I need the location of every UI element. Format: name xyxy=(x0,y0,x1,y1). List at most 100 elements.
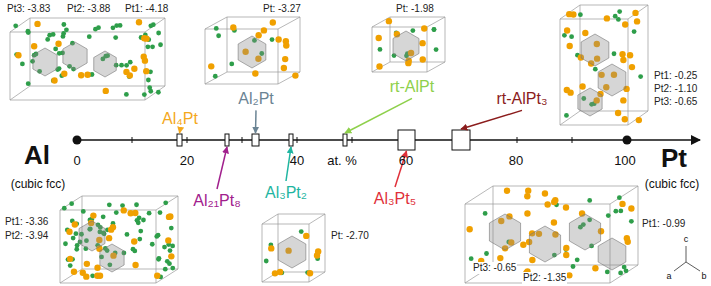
al-atom xyxy=(148,23,153,28)
pt-atom xyxy=(466,226,472,232)
pt-atom xyxy=(272,270,278,276)
axis-tick xyxy=(352,137,353,143)
pt-atom xyxy=(283,42,289,48)
tick-label: 0 xyxy=(73,154,80,169)
pt-atom xyxy=(292,72,298,78)
al-atom xyxy=(47,33,52,38)
cell-edge xyxy=(628,111,648,125)
pt-atom xyxy=(564,27,570,33)
pt-atom xyxy=(255,32,261,38)
al-atom xyxy=(612,51,617,56)
phase-range xyxy=(289,134,293,146)
al-atom xyxy=(622,265,627,270)
pt-atom xyxy=(131,66,137,72)
pt-atom xyxy=(78,72,84,78)
pt-atom xyxy=(208,63,214,69)
cell-edge xyxy=(427,17,445,27)
al-atom xyxy=(593,67,598,72)
al-atom xyxy=(114,23,119,28)
pt-atom xyxy=(551,199,557,205)
al-atom xyxy=(146,78,151,83)
pt-atom xyxy=(315,248,321,254)
coordination-polyhedron xyxy=(278,236,306,268)
pt-atom xyxy=(376,63,382,69)
axis-unit: at. % xyxy=(327,154,357,169)
al-atom xyxy=(617,9,622,14)
al-atom xyxy=(74,231,79,236)
al-atom xyxy=(74,247,79,252)
axis-tick xyxy=(572,137,573,143)
element-label: Al xyxy=(24,141,50,171)
cell-edge xyxy=(60,196,82,210)
cell-edge xyxy=(10,86,30,100)
coordination-polyhedron xyxy=(598,64,626,96)
site-energy: Pt3: -0.65 xyxy=(653,96,698,108)
phase-pointer xyxy=(217,147,227,189)
pt-atom xyxy=(629,64,635,70)
site-energy: Pt3: -3.83 xyxy=(6,3,51,15)
cell-edge xyxy=(278,17,300,29)
coordination-polyhedron xyxy=(79,221,105,251)
pt-atom xyxy=(604,15,610,21)
cell-edge xyxy=(560,19,561,125)
al-atom xyxy=(613,209,618,214)
coordination-polyhedron xyxy=(598,238,626,270)
al-atom xyxy=(145,44,150,49)
pt-atom xyxy=(579,83,585,89)
coordination-polyhedron xyxy=(393,31,419,61)
al-atom xyxy=(142,92,147,97)
al-atom xyxy=(45,37,50,42)
cell-edge xyxy=(262,214,278,224)
pt-atom xyxy=(61,71,67,77)
pt-atom xyxy=(121,207,127,213)
cell-edge xyxy=(465,204,466,283)
pt-atom xyxy=(636,117,642,123)
pt-atom xyxy=(420,56,426,62)
al-atom xyxy=(135,218,140,223)
al-atom xyxy=(26,81,31,86)
site-energy: Pt: -3.27 xyxy=(262,3,302,15)
end-dot xyxy=(73,136,82,145)
pt-atom xyxy=(542,190,548,196)
tick-label: 80 xyxy=(509,154,523,169)
cell-edge xyxy=(427,27,428,72)
al-atom xyxy=(158,42,163,47)
al-atom xyxy=(114,210,119,215)
pt-atom xyxy=(592,265,598,271)
pt-atom xyxy=(307,270,313,276)
coordination-polyhedron xyxy=(581,34,609,66)
al-atom xyxy=(264,259,269,264)
al-atom xyxy=(587,198,592,203)
pt-atom xyxy=(525,187,531,193)
al-atom xyxy=(170,266,175,271)
crystal-cell xyxy=(205,17,300,84)
coordination-polyhedron xyxy=(238,36,266,68)
site-energy: Pt1: -0.99 xyxy=(641,218,686,230)
al-atom xyxy=(578,12,583,17)
phase-pointer xyxy=(179,130,181,133)
al-atom xyxy=(618,209,623,214)
al-atom xyxy=(213,74,218,79)
pt-atom xyxy=(51,77,57,83)
pt-atom xyxy=(143,35,149,41)
al-atom xyxy=(113,35,118,40)
pt-atom xyxy=(303,233,309,239)
al-atom xyxy=(229,62,234,67)
cell-edge xyxy=(30,86,165,87)
cell-edge xyxy=(445,17,446,62)
phase-label: Al₄Pt xyxy=(162,110,198,128)
cell-edge xyxy=(145,32,146,100)
phase-range xyxy=(343,134,347,146)
pt-atom xyxy=(551,219,557,225)
al-atom xyxy=(61,22,66,27)
cell-edge xyxy=(465,204,610,205)
pt-atom xyxy=(625,238,631,244)
coordination-polyhedron xyxy=(489,214,520,250)
cell-edge xyxy=(638,186,639,265)
al-atom xyxy=(157,256,162,261)
cell-axes xyxy=(674,246,700,271)
pt-atom xyxy=(529,257,535,263)
cell-edge xyxy=(30,18,165,19)
cell-edge xyxy=(227,17,228,72)
